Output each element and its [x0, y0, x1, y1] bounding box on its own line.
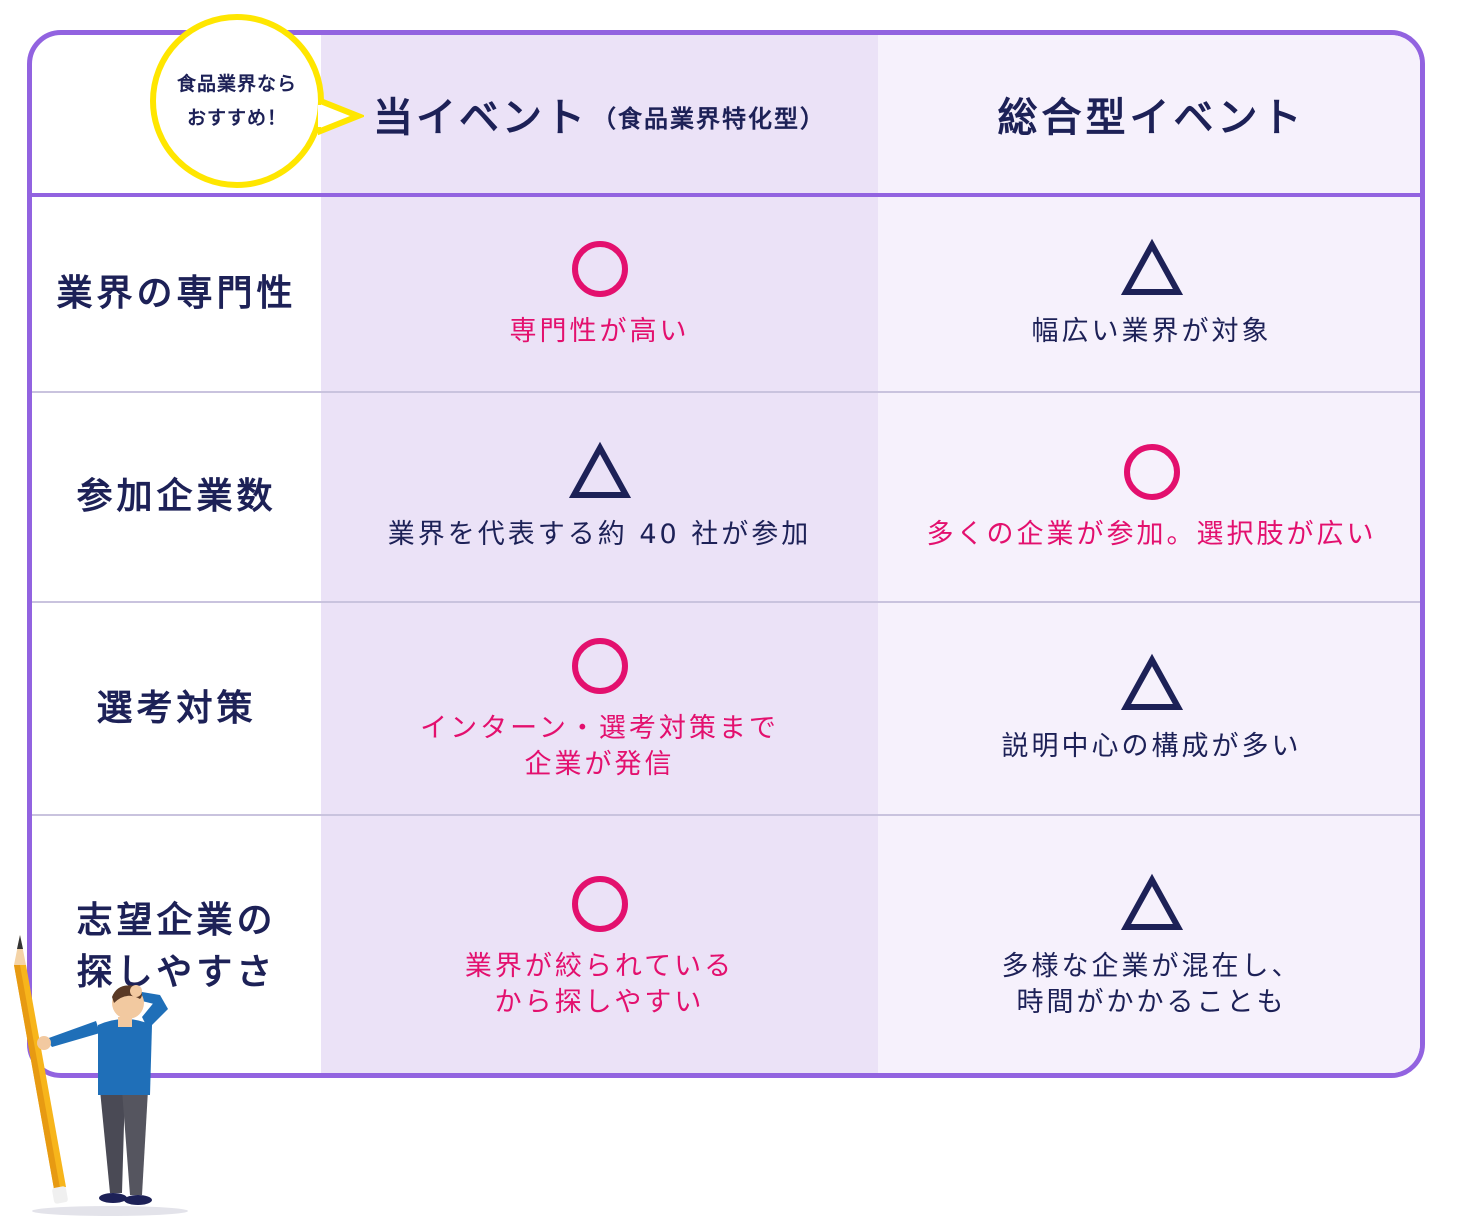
ours-header-title: 当イベント	[373, 95, 588, 141]
row-label-ease-of-search: 志望企業の 探しやすさ	[76, 900, 277, 993]
header-divider	[32, 193, 1420, 197]
recommend-badge-line1: 食品業界なら	[176, 73, 297, 95]
circle-mark-icon	[571, 876, 628, 932]
general-desc-selection-prep: 説明中心の構成が多い	[1001, 730, 1302, 762]
ours-desc-selection-prep: インターン・選考対策まで 企業が発信	[420, 712, 779, 780]
ours-header-subtitle: （食品業界特化型）	[592, 104, 826, 133]
general-column-header: 総合型イベント	[878, 35, 1420, 193]
ours-cell-selection-prep: インターン・選考対策まで 企業が発信	[321, 603, 878, 814]
row-label-company-count: 参加企業数	[76, 476, 277, 517]
circle-mark-icon	[571, 637, 628, 694]
general-desc-company-count: 多くの企業が参加。選択肢が広い	[926, 519, 1377, 550]
triangle-mark-icon	[1120, 873, 1183, 930]
general-cell-company-count: 多くの企業が参加。選択肢が広い	[878, 393, 1420, 601]
row-label-expertise: 業界の専門性	[56, 273, 297, 314]
row-divider	[32, 814, 1420, 816]
recommend-badge-line2: おすすめ！	[186, 107, 287, 129]
ours-desc-company-count: 業界を代表する約 40 社が参加	[387, 519, 812, 550]
recommend-badge: 食品業界なら おすすめ！	[150, 14, 324, 188]
general-header-title: 総合型イベント	[997, 95, 1306, 141]
ours-cell-expertise: 専門性が高い	[321, 197, 878, 391]
general-cell-expertise: 幅広い業界が対象	[878, 197, 1420, 391]
ours-column-header: 当イベント （食品業界特化型）	[321, 35, 878, 193]
ours-column-background	[321, 35, 878, 1073]
general-cell-ease-of-search: 多様な企業が混在し、 時間がかかることも	[878, 816, 1420, 1073]
general-desc-expertise: 幅広い業界が対象	[1031, 316, 1272, 347]
triangle-mark-icon	[568, 441, 631, 498]
triangle-mark-icon	[1120, 238, 1183, 295]
general-desc-ease-of-search: 多様な企業が混在し、 時間がかかることも	[1001, 951, 1302, 1018]
ours-desc-ease-of-search: 業界が絞られている から探しやすい	[464, 951, 735, 1018]
circle-mark-icon	[571, 241, 628, 297]
row-divider	[32, 391, 1420, 393]
person-with-pencil-illustration	[14, 935, 188, 1216]
triangle-mark-icon	[1120, 653, 1183, 710]
ours-cell-company-count: 業界を代表する約 40 社が参加	[321, 393, 878, 601]
ours-desc-expertise: 専門性が高い	[509, 316, 690, 347]
bubble-tail-icon	[318, 96, 364, 136]
ours-cell-ease-of-search: 業界が絞られている から探しやすい	[321, 816, 878, 1073]
comparison-table: 当イベント （食品業界特化型） 総合型イベント 業界の専門性 専門性が高い 幅広…	[27, 30, 1425, 1078]
row-divider	[32, 601, 1420, 603]
general-column-background	[878, 35, 1420, 1073]
row-label-selection-prep: 選考対策	[96, 687, 257, 729]
general-cell-selection-prep: 説明中心の構成が多い	[878, 603, 1420, 814]
circle-mark-icon	[1123, 444, 1180, 500]
